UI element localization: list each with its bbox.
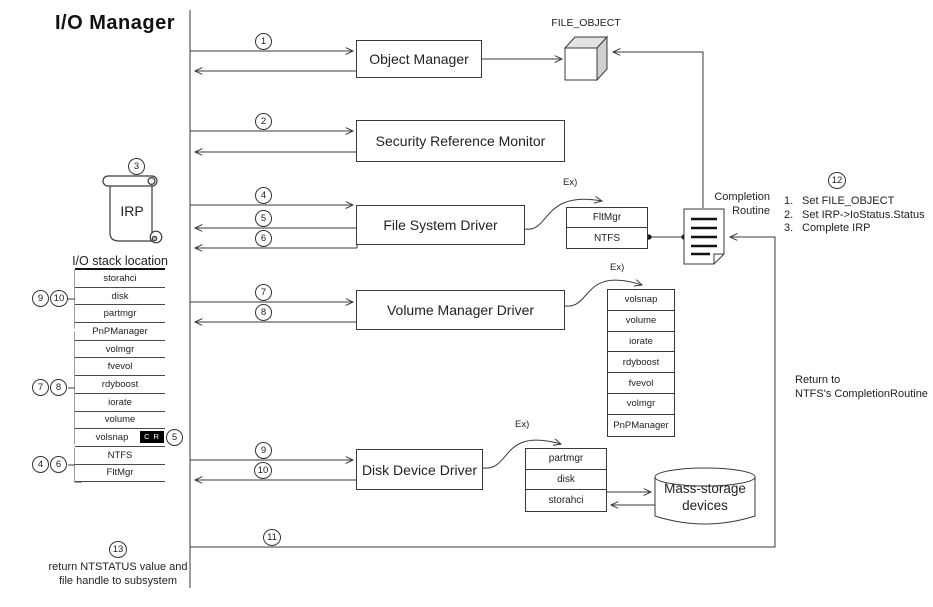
disk-example-stack: partmgr disk storahci: [525, 448, 607, 512]
completion-routine-label: Completion Routine: [714, 191, 770, 217]
bracket-marker-10: 10: [50, 290, 68, 307]
stack-row: disk: [75, 288, 165, 306]
stack-row: FltMgr: [75, 465, 165, 483]
stack-row: NTFS: [75, 447, 165, 465]
stack-row: volume: [608, 311, 674, 332]
stack-row: PnPManager: [75, 323, 165, 341]
marker-6: 6: [255, 230, 272, 247]
completion-step: 1. Set FILE_OBJECT: [784, 195, 895, 207]
return-note: Return to NTFS's CompletionRoutine: [795, 374, 928, 400]
marker-1: 1: [255, 33, 272, 50]
stack-row: iorate: [608, 332, 674, 353]
stack-row: fvevol: [75, 358, 165, 377]
volume-manager-driver-box: Volume Manager Driver: [356, 290, 565, 330]
completion-routine-badge: C R: [140, 431, 164, 443]
mass-storage-cylinder-icon: [654, 467, 756, 525]
bracket-marker-4: 4: [32, 456, 49, 473]
marker-11: 11: [263, 529, 281, 546]
stack-row: fvevol: [608, 373, 674, 394]
stack-row: volume: [75, 412, 165, 430]
marker-2: 2: [255, 113, 272, 130]
irp-label: IRP: [120, 203, 144, 219]
stack-row: PnPManager: [613, 419, 669, 431]
file-system-driver-box: File System Driver: [356, 205, 525, 245]
bracket-marker-8: 8: [50, 379, 67, 396]
marker-8: 8: [255, 304, 272, 321]
disk-device-driver-box: Disk Device Driver: [356, 449, 483, 490]
mass-storage-label: Mass-storage devices: [664, 481, 746, 513]
marker-12: 12: [828, 172, 846, 189]
stack-row-label: volsnap: [95, 432, 129, 444]
marker-3: 3: [128, 158, 145, 175]
completion-steps: 1. Set FILE_OBJECT 2. Set IRP->IoStatus.…: [784, 195, 925, 236]
stack-row: storahci: [75, 270, 165, 288]
stack-row: partmgr: [526, 449, 606, 470]
bracket-marker-9: 9: [32, 290, 49, 307]
stack-row: volsnap: [608, 290, 674, 311]
bracket-marker-7: 7: [32, 379, 49, 396]
stack-row: FltMgr: [567, 208, 647, 228]
fs-example-stack: FltMgr NTFS: [566, 207, 648, 249]
bottom-note: return NTSTATUS value and file handle to…: [48, 561, 188, 587]
ex-label-disk: Ex): [515, 419, 530, 430]
stack-row: iorate: [75, 394, 165, 412]
completion-step: 2. Set IRP->IoStatus.Status: [784, 208, 925, 221]
volume-example-stack: volsnap volume iorate rdyboost fvevol vo…: [607, 289, 675, 437]
marker-5-volsnap: 5: [166, 429, 183, 446]
object-manager-box: Object Manager: [356, 40, 482, 78]
security-reference-monitor-box: Security Reference Monitor: [356, 120, 565, 162]
page-title: I/O Manager: [55, 12, 175, 34]
marker-13: 13: [109, 541, 127, 558]
stack-row: volmgr: [608, 394, 674, 415]
marker-5: 5: [255, 210, 272, 227]
stack-row: storahci: [548, 494, 584, 506]
bracket-marker-6: 6: [50, 456, 67, 473]
file-object-cube-icon: [563, 35, 609, 82]
io-stack-location-table: storahci disk partmgr PnPManager volmgr …: [75, 268, 165, 483]
stack-row: NTFS: [593, 232, 621, 244]
ex-label-volume: Ex): [610, 262, 625, 273]
stack-row: volmgr: [75, 341, 165, 359]
marker-7: 7: [255, 284, 272, 301]
file-object-label: FILE_OBJECT: [551, 17, 621, 29]
stack-row-volsnap: volsnap C R: [75, 429, 165, 447]
marker-10: 10: [254, 462, 272, 479]
stack-row: disk: [526, 470, 606, 491]
stack-row: rdyboost: [608, 352, 674, 374]
marker-9: 9: [255, 442, 272, 459]
stack-row: rdyboost: [75, 376, 165, 394]
ex-label-fs: Ex): [563, 177, 578, 188]
stack-row: partmgr: [75, 305, 165, 324]
completion-routine-document-icon: [683, 208, 725, 265]
irp-scroll-icon: [102, 175, 163, 244]
completion-step: 3. Complete IRP: [784, 222, 871, 234]
io-stack-location-title: I/O stack location: [72, 254, 168, 268]
marker-4: 4: [255, 187, 272, 204]
